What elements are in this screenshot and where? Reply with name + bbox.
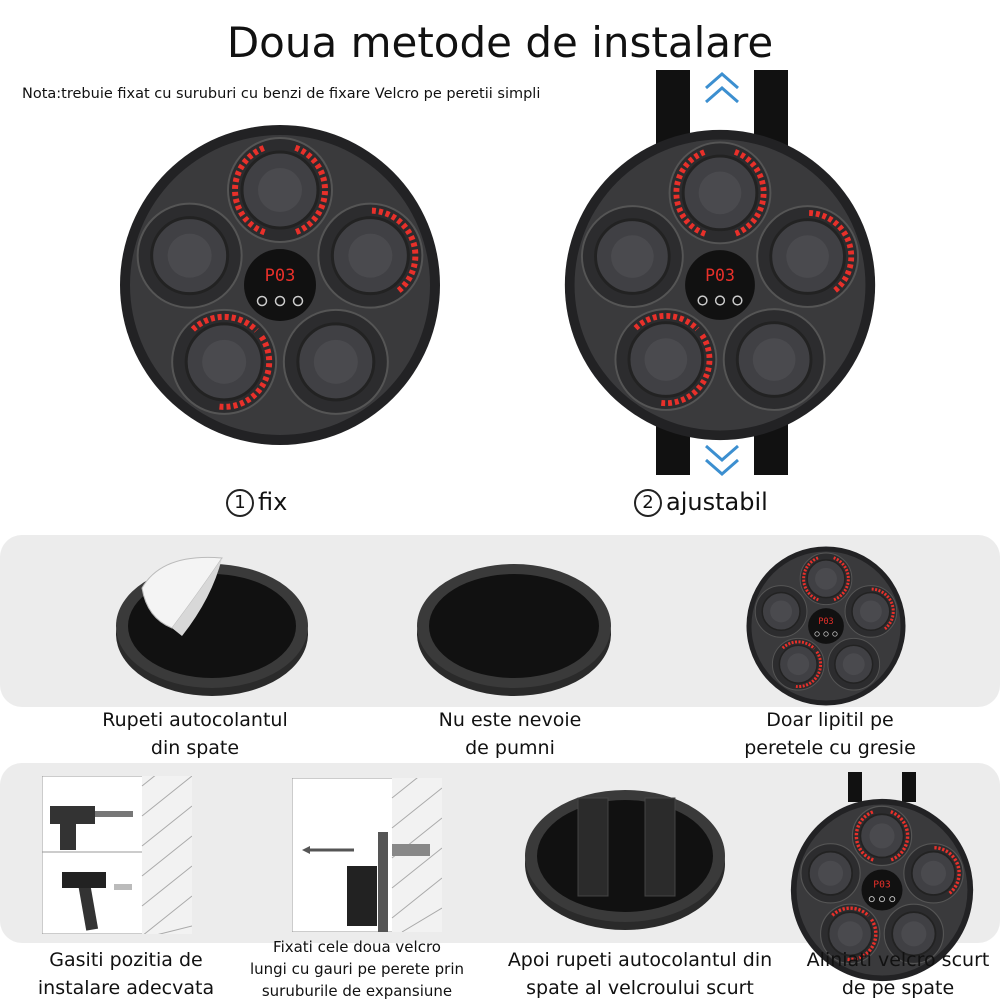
boxing-machine-aligned-image: P03	[788, 796, 976, 984]
method-label: ajustabil	[666, 488, 768, 516]
back-plate-image	[412, 548, 617, 698]
arrow-down-icon	[700, 438, 744, 482]
page-title: Doua metode de instalare	[226, 18, 774, 67]
drill-and-hammer-image	[42, 776, 192, 934]
strap-right	[902, 772, 916, 802]
boxing-machine-small-image: P03	[744, 544, 908, 708]
svg-text:P03: P03	[873, 880, 891, 891]
strap-left	[848, 772, 862, 802]
installation-note: Nota:trebuie fixat cu suruburi cu benzi …	[22, 86, 541, 102]
back-plate-peeling-image	[112, 548, 312, 698]
svg-text:P03: P03	[265, 266, 296, 286]
machine-graphic: P03	[790, 798, 974, 982]
number-badge: 1	[226, 489, 254, 517]
method-label: fix	[258, 488, 288, 516]
machine-graphic: P03	[746, 546, 906, 706]
screw-anchor-image	[292, 778, 442, 932]
boxing-machine-fixed: P03	[115, 120, 445, 450]
machine-graphic: P03	[564, 129, 876, 441]
number-badge: 2	[634, 489, 662, 517]
boxing-machine-adjustable: P03	[560, 125, 880, 445]
velcro-back-image	[520, 776, 730, 936]
svg-text:P03: P03	[818, 616, 833, 626]
arrow-up-icon	[700, 68, 744, 112]
machine-graphic: P03	[120, 125, 440, 445]
svg-text:P03: P03	[705, 266, 735, 285]
